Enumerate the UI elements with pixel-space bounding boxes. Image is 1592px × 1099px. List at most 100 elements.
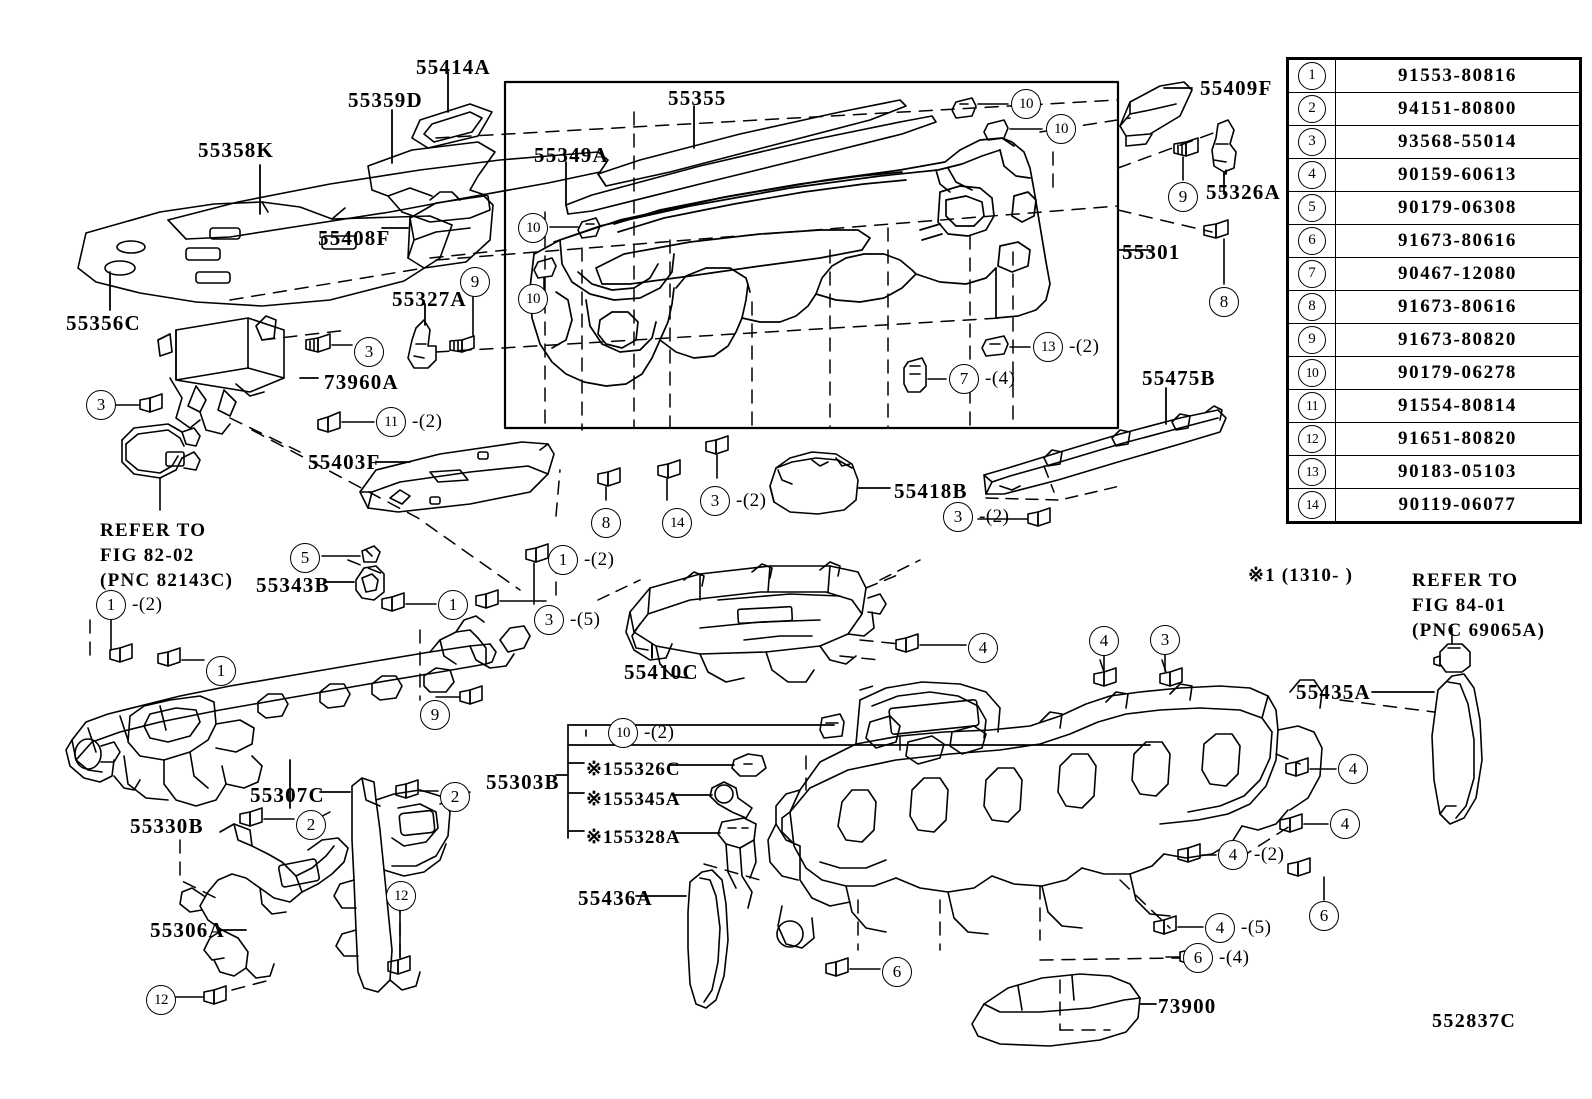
fastener-3-c <box>1159 667 1183 687</box>
part-55327a-shape <box>407 319 437 369</box>
part-55408f-shape <box>407 195 494 269</box>
callout-qty: -(2) <box>1069 336 1100 357</box>
clip-10-a <box>577 217 601 239</box>
part-label-55301: 55301 <box>1122 240 1181 264</box>
key-circle: 10 <box>1298 359 1326 387</box>
key-circle: 11 <box>1298 392 1326 420</box>
part-label-55408f: 55408F <box>318 226 391 250</box>
fastener-2-left <box>239 807 263 827</box>
key-circle: 4 <box>1298 161 1326 189</box>
fastener-3-2a <box>705 435 729 455</box>
callout-key-4: 4 <box>968 633 998 663</box>
part-label-55303b: 55303B <box>486 770 560 794</box>
fastener-9-right <box>1173 137 1199 157</box>
key-circle: 7 <box>1298 260 1326 288</box>
parts-table-key-cell: 13 <box>1288 455 1336 489</box>
key-circle: 8 <box>1298 293 1326 321</box>
part-label-55307c: 55307C <box>250 783 325 807</box>
part-label-55414a: 55414A <box>416 55 491 79</box>
part-55359d-shape <box>367 141 496 223</box>
key-circle: 5 <box>1298 194 1326 222</box>
parts-table-key-cell: 10 <box>1288 356 1336 390</box>
part-label-55349a: 55349A <box>534 143 609 167</box>
callout-key-5: 5 <box>290 543 320 573</box>
fastener-12-lower <box>203 985 227 1005</box>
parts-table-row: 7 90467-12080 <box>1288 257 1580 291</box>
callout-qty: -(5) <box>1241 917 1272 938</box>
clip-155345a <box>709 781 753 819</box>
fastener-4-e <box>1177 843 1201 863</box>
part-55358k-shape <box>167 151 609 240</box>
parts-table-key-cell: 2 <box>1288 92 1336 126</box>
fastener-8-center <box>597 467 621 487</box>
key-circle: 13 <box>1298 458 1326 486</box>
fastener-3-2b <box>1027 507 1051 527</box>
parts-table-key-cell: 7 <box>1288 257 1336 291</box>
clip-155326c <box>731 753 767 777</box>
callout-qty: -(2) <box>979 506 1010 527</box>
fastener-9-left <box>449 335 475 353</box>
part-label-55326a: 55326A <box>1206 180 1281 204</box>
part-label-55359d: 55359D <box>348 88 423 112</box>
parts-table-key-cell: 1 <box>1288 59 1336 93</box>
part-label-73960a: 73960A <box>324 370 399 394</box>
fastener-8-right <box>1203 219 1229 239</box>
fastener-3-5 <box>525 543 549 563</box>
callout-key-6: 6 <box>882 957 912 987</box>
drawing-number: 552837C <box>1432 1010 1517 1032</box>
parts-table-key-cell: 14 <box>1288 488 1336 522</box>
parts-table-key-cell: 8 <box>1288 290 1336 324</box>
fastener-1-barright <box>475 589 499 609</box>
callout-key-1: 1 <box>548 545 578 575</box>
callout-key-12: 12 <box>146 985 176 1015</box>
parts-table-number-cell: 94151-80800 <box>1335 92 1580 126</box>
fastener-4-b <box>1093 667 1117 687</box>
part-label-55306a: 55306A <box>150 918 225 942</box>
fastener-4-d <box>1279 813 1303 833</box>
callout-key-1: 1 <box>96 590 126 620</box>
fastener-2-right <box>395 779 419 799</box>
parts-table-key-cell: 9 <box>1288 323 1336 357</box>
part-55306a-shape <box>179 823 349 979</box>
part-55356c-shape <box>77 201 453 307</box>
fastener-9-bar <box>459 685 483 705</box>
parts-table-number-cell: 91553-80816 <box>1335 59 1580 93</box>
part-label-55403f: 55403F <box>308 450 381 474</box>
callout-qty: -(2) <box>736 490 767 511</box>
fastener-6-b <box>1287 857 1311 877</box>
part-label-55330b: 55330B <box>130 814 204 838</box>
callout-key-3: 3 <box>534 605 564 635</box>
callout-key-8: 8 <box>591 508 621 538</box>
parts-table-number-cell: 90467-12080 <box>1335 257 1580 291</box>
parts-table-row: 8 91673-80616 <box>1288 290 1580 324</box>
callout-key-10: 10 <box>518 284 548 314</box>
callout-key-4: 4 <box>1338 754 1368 784</box>
assembly-guides <box>89 117 1435 1031</box>
callout-qty: -(5) <box>570 609 601 630</box>
fastener-11 <box>317 411 341 433</box>
refer-fig-84-01: REFER TO FIG 84-01 (PNC 69065A) <box>1412 570 1546 641</box>
callout-qty: -(2) <box>132 594 163 615</box>
fastener-4-a <box>895 633 919 653</box>
part-label-155328a: ※155328A <box>586 827 681 848</box>
callout-key-7: 7 <box>949 364 979 394</box>
part-label-55358k: 55358K <box>198 138 275 162</box>
part-label-55418b: 55418B <box>894 479 968 503</box>
parts-table-number-cell: 93568-55014 <box>1335 125 1580 159</box>
callout-key-11: 11 <box>376 407 406 437</box>
parts-table-number-cell: 91673-80616 <box>1335 290 1580 324</box>
parts-table-key-cell: 12 <box>1288 422 1336 456</box>
callout-key-3: 3 <box>1150 625 1180 655</box>
part-55410c-shape <box>625 561 887 683</box>
